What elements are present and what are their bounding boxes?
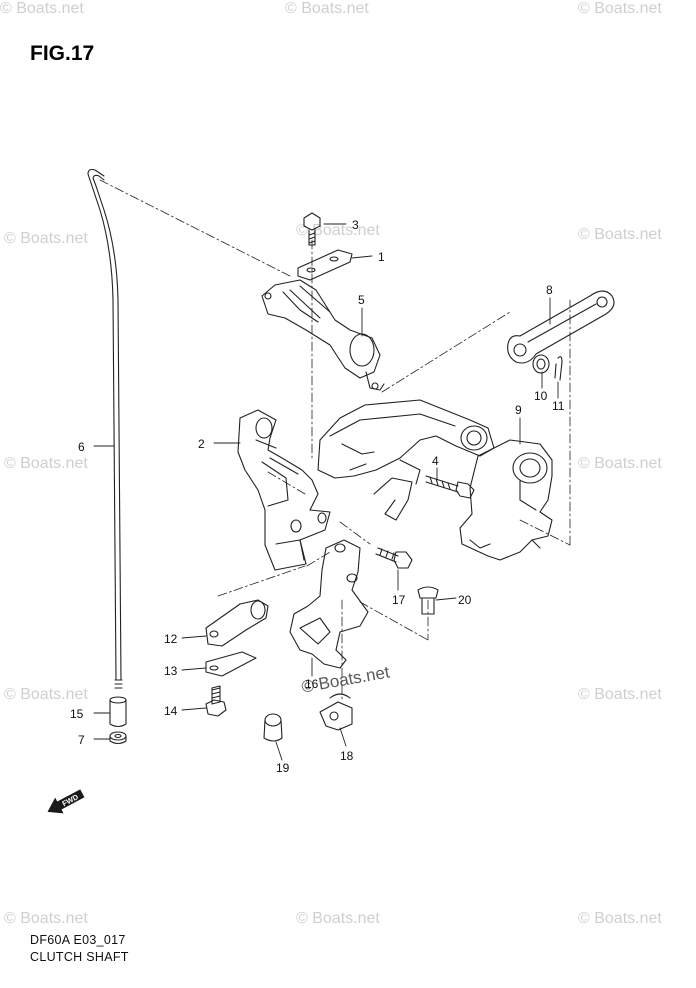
callout-1: 1: [378, 250, 385, 264]
callout-7: 7: [78, 733, 85, 747]
watermark: © Boats.net: [4, 910, 88, 927]
callout-17: 17: [392, 593, 406, 607]
part-7-nut: [109, 731, 127, 745]
watermark: © Boats.net: [4, 230, 88, 247]
watermark: © Boats.net: [578, 455, 662, 472]
part-clutch-frame: [317, 399, 495, 521]
callout-4: 4: [432, 454, 439, 468]
watermark: © Boats.net: [578, 226, 662, 243]
part-6-clutch-rod: [87, 168, 123, 689]
part-4-bolt: [425, 475, 475, 499]
part-11-cotter-pin: [554, 356, 563, 381]
part-17-bolt: [375, 547, 413, 569]
watermark: © Boats.net: [4, 686, 88, 703]
forward-direction-arrow: FWD: [47, 789, 85, 814]
callout-5: 5: [358, 293, 365, 307]
callout-18: 18: [340, 749, 354, 763]
callout-3: 3: [352, 218, 359, 232]
callout-labels: 1 2 3 4 5 6 7 8 9 10 11 12 13 14 15 16 1…: [70, 218, 565, 775]
part-3-bolt: [303, 212, 321, 246]
watermark: © Boats.net: [4, 455, 88, 472]
watermark: © Boats.net: [578, 910, 662, 927]
callout-leaders: [93, 223, 559, 761]
part-5-shift-lever: [261, 279, 385, 391]
part-15-sleeve: [109, 696, 127, 728]
callout-20: 20: [458, 593, 472, 607]
callout-11: 11: [552, 399, 565, 413]
callout-16: 16: [305, 677, 319, 691]
watermark: © Boats.net: [285, 0, 369, 17]
watermark: © Boats.net: [578, 0, 662, 17]
part-10-washer: [532, 354, 550, 374]
assembly-reference-lines: [99, 179, 571, 701]
part-2-bracket: [237, 409, 331, 571]
callout-10: 10: [534, 389, 548, 403]
callout-2: 2: [198, 437, 205, 451]
part-1-plate: [297, 249, 353, 281]
part-19-sleeve: [263, 713, 283, 742]
callout-15: 15: [70, 707, 84, 721]
callout-6: 6: [78, 440, 85, 454]
part-13-plate: [205, 651, 257, 677]
callout-8: 8: [546, 283, 553, 297]
part-12-link: [205, 599, 269, 647]
watermark: © Boats.net: [296, 222, 380, 239]
watermark: © Boats.net: [578, 686, 662, 703]
callout-12: 12: [164, 632, 178, 646]
figure-title: FIG.17: [30, 42, 95, 65]
callout-19: 19: [276, 761, 290, 775]
part-8-link: [507, 290, 615, 364]
callout-13: 13: [164, 664, 178, 678]
callout-14: 14: [164, 704, 178, 718]
watermark: © Boats.net: [296, 910, 380, 927]
callout-9: 9: [515, 403, 522, 417]
part-16-bracket-plate: [289, 539, 369, 669]
part-14-bolt: [205, 685, 227, 717]
watermark: © Boats.net: [0, 0, 84, 17]
figure-code: DF60A E03_017: [30, 933, 126, 947]
part-20-bolt: [417, 586, 439, 615]
figure-name: CLUTCH SHAFT: [30, 950, 129, 964]
part-18-fitting: [319, 693, 353, 731]
part-9-clutch-cam: [459, 439, 553, 561]
